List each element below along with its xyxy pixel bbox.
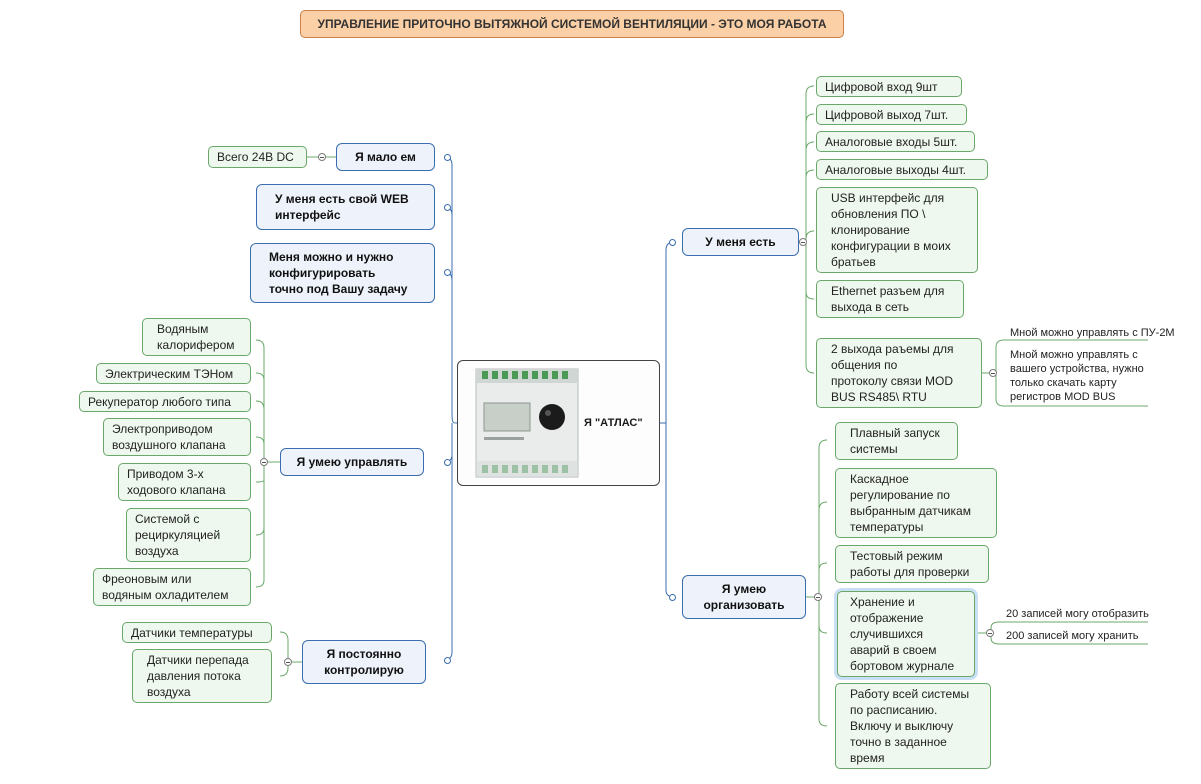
- leaf-organize-schedule[interactable]: Работу всей системы по расписанию. Включ…: [835, 683, 991, 769]
- leaf-label: Каскадное регулирование по выбранным дат…: [850, 472, 971, 534]
- leaf-monitor-pressure-sensors[interactable]: Датчики перепада давления потока воздуха: [132, 649, 272, 703]
- leaf-have-digital-out[interactable]: Цифровой выход 7шт.: [816, 104, 967, 125]
- leaf-label: Рекуператор любого типа: [88, 394, 231, 409]
- leaf-label: Тестовый режим работы для проверки: [850, 549, 970, 579]
- branch-monitor[interactable]: Я постоянно контролирую: [302, 640, 426, 684]
- leaf-label: Электроприводом воздушного клапана: [112, 422, 226, 452]
- controller-device-image: [475, 368, 579, 478]
- branch-control-label: Я умею управлять: [296, 455, 408, 469]
- leaf-label: Водяным калорифером: [157, 322, 235, 352]
- collapse-toggle-icon[interactable]: [989, 369, 997, 377]
- leaf-label: Хранение и отображение случившихся авари…: [850, 595, 955, 673]
- branch-anchor-icon: [444, 459, 451, 466]
- collapse-toggle-icon[interactable]: [260, 458, 268, 466]
- branch-config[interactable]: Меня можно и нужно конфигурировать точно…: [250, 243, 435, 303]
- leaf-control-electric-heater[interactable]: Электрическим ТЭНом: [96, 363, 251, 384]
- leaf-control-cooler[interactable]: Фреоновым или водяным охладителем: [93, 568, 251, 606]
- leaf-label: 2 выхода раъемы для общения по протоколу…: [831, 342, 954, 404]
- central-topic-label: Я "АТЛАС": [584, 417, 643, 429]
- branch-config-label: Меня можно и нужно конфигурировать точно…: [269, 250, 408, 296]
- branch-have-label: У меня есть: [705, 235, 776, 249]
- branch-anchor-icon: [444, 154, 451, 161]
- leaf-label: Фреоновым или водяным охладителем: [102, 572, 229, 602]
- leaf-label: Плавный запуск системы: [850, 426, 940, 456]
- leaf-organize-cascade[interactable]: Каскадное регулирование по выбранным дат…: [835, 468, 997, 538]
- leaf-label: Датчики перепада давления потока воздуха: [147, 653, 249, 699]
- leaf-label: Ethernet разъем для выхода в сеть: [831, 284, 945, 314]
- leaf-control-water-heater[interactable]: Водяным калорифером: [142, 318, 251, 356]
- leaf-monitor-temperature-sensors[interactable]: Датчики температуры: [122, 622, 272, 643]
- branch-anchor-icon: [669, 239, 676, 246]
- map-title: УПРАВЛЕНИЕ ПРИТОЧНО ВЫТЯЖНОЙ СИСТЕМОЙ ВЕ…: [300, 10, 844, 38]
- note-modbus-pu2m: Мной можно управлять с ПУ-2М: [1010, 327, 1175, 339]
- leaf-have-analog-out[interactable]: Аналоговые выходы 4шт.: [816, 159, 988, 180]
- leaf-control-damper-actuator[interactable]: Электроприводом воздушного клапана: [103, 418, 251, 456]
- branch-power-label: Я мало ем: [355, 150, 416, 164]
- leaf-label: Датчики температуры: [131, 625, 253, 640]
- leaf-organize-test-mode[interactable]: Тестовый режим работы для проверки: [835, 545, 989, 583]
- leaf-label: Цифровой выход 7шт.: [825, 107, 949, 122]
- branch-monitor-label: Я постоянно контролирую: [324, 647, 404, 677]
- branch-anchor-icon: [444, 204, 451, 211]
- collapse-toggle-icon[interactable]: [799, 238, 807, 246]
- leaf-label: Аналоговые входы 5шт.: [825, 134, 958, 149]
- collapse-toggle-icon[interactable]: [318, 153, 326, 161]
- note-log-store-count: 200 записей могу хранить: [1006, 630, 1139, 642]
- note-log-display-count: 20 записей могу отобразить: [1006, 608, 1149, 620]
- leaf-label: Системой с рециркуляцией воздуха: [135, 512, 221, 558]
- note-modbus-custom-device: Мной можно управлять с вашего устройства…: [1010, 349, 1144, 403]
- leaf-control-recuperator[interactable]: Рекуператор любого типа: [79, 391, 251, 412]
- leaf-have-analog-in[interactable]: Аналоговые входы 5шт.: [816, 131, 975, 152]
- leaf-label: USB интерфейс для обновления ПО \ клонир…: [831, 191, 951, 269]
- branch-web-label: У меня есть свой WEB интерфейс: [275, 192, 409, 222]
- leaf-control-recirculation[interactable]: Системой с рециркуляцией воздуха: [126, 508, 251, 562]
- leaf-label: Приводом 3-х ходового клапана: [127, 467, 226, 497]
- leaf-have-digital-in[interactable]: Цифровой вход 9шт: [816, 76, 962, 97]
- collapse-toggle-icon[interactable]: [814, 593, 822, 601]
- branch-organize-label: Я умею организовать: [703, 582, 785, 612]
- branch-control[interactable]: Я умею управлять: [280, 448, 424, 476]
- branch-have[interactable]: У меня есть: [682, 228, 799, 256]
- branch-organize[interactable]: Я умею организовать: [682, 575, 806, 619]
- collapse-toggle-icon[interactable]: [284, 658, 292, 666]
- leaf-control-3way-valve[interactable]: Приводом 3-х ходового клапана: [118, 463, 251, 501]
- branch-web[interactable]: У меня есть свой WEB интерфейс: [256, 184, 435, 230]
- leaf-label: Работу всей системы по расписанию. Включ…: [850, 687, 970, 765]
- leaf-organize-soft-start[interactable]: Плавный запуск системы: [835, 422, 958, 460]
- branch-anchor-icon: [444, 657, 451, 664]
- leaf-organize-alarm-log[interactable]: Хранение и отображение случившихся авари…: [837, 591, 975, 677]
- leaf-label: Аналоговые выходы 4шт.: [825, 162, 966, 177]
- central-topic[interactable]: Я "АТЛАС": [457, 360, 660, 486]
- leaf-have-modbus[interactable]: 2 выхода раъемы для общения по протоколу…: [816, 338, 982, 408]
- branch-anchor-icon: [444, 269, 451, 276]
- leaf-have-usb[interactable]: USB интерфейс для обновления ПО \ клонир…: [816, 187, 978, 273]
- leaf-label: Всего 24В DC: [217, 150, 294, 164]
- collapse-toggle-icon[interactable]: [986, 629, 994, 637]
- leaf-label: Электрическим ТЭНом: [105, 366, 234, 381]
- leaf-power-24v[interactable]: Всего 24В DC: [208, 146, 307, 168]
- leaf-have-ethernet[interactable]: Ethernet разъем для выхода в сеть: [816, 280, 964, 318]
- leaf-label: Цифровой вход 9шт: [825, 79, 938, 94]
- branch-anchor-icon: [669, 594, 676, 601]
- branch-power[interactable]: Я мало ем: [336, 143, 435, 171]
